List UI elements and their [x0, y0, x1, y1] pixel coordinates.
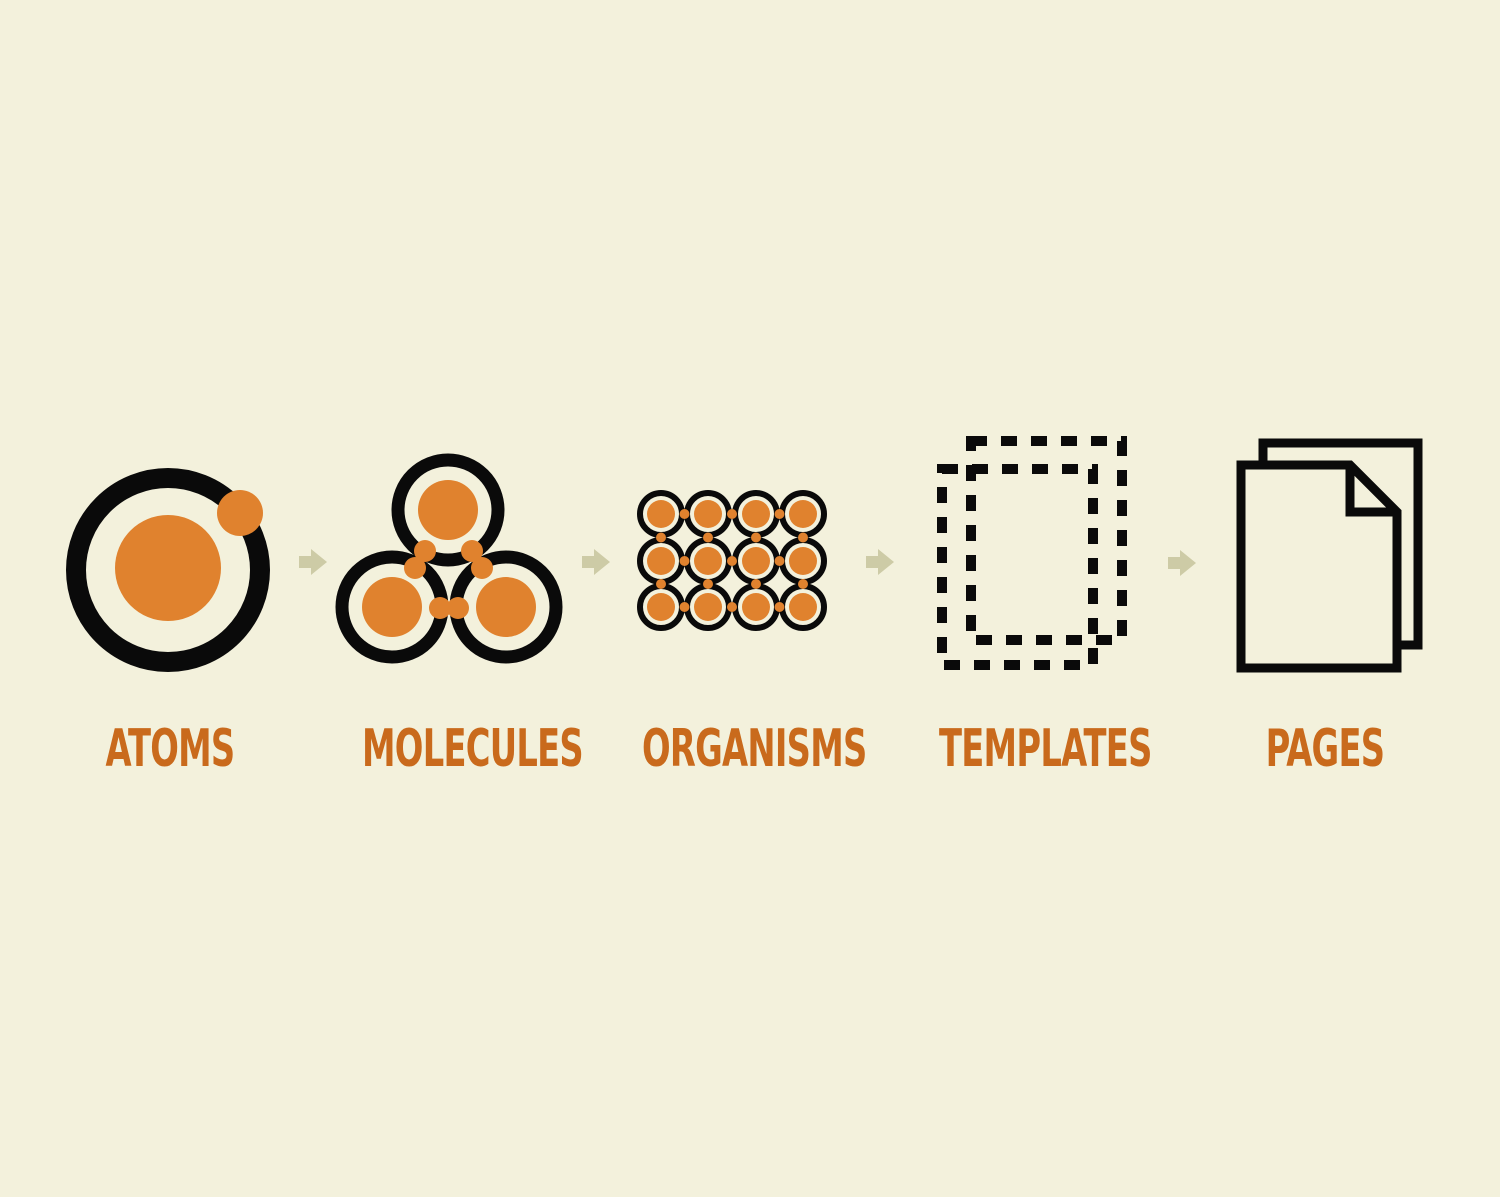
organism-bond [774, 602, 785, 612]
organism-bond [727, 509, 737, 519]
stage-label-atoms: ATOMS [105, 719, 236, 779]
organism-bond [656, 579, 666, 589]
organism-nucleus [742, 547, 770, 575]
stage-label-molecules: MOLECULES [362, 719, 584, 779]
organism-bond [751, 579, 761, 589]
arrow-right-icon [866, 549, 894, 575]
template-icon [937, 436, 1127, 670]
arrow-right-icon [1168, 550, 1196, 576]
organism-nucleus [647, 500, 675, 528]
stage-label-templates: TEMPLATES [939, 719, 1152, 779]
organism-icon [637, 490, 827, 631]
molecule-icon [335, 453, 563, 664]
stage-label-organisms: ORGANISMS [642, 719, 867, 779]
organism-bond [798, 532, 808, 543]
atom-icon [66, 468, 270, 672]
organism-bond [703, 532, 713, 543]
organism-bond [679, 556, 690, 566]
organism-bond [656, 532, 666, 543]
organism-nucleus [647, 547, 675, 575]
organism-bond [751, 532, 761, 543]
organism-bond [679, 509, 690, 519]
arrow-right-icon [582, 549, 610, 575]
organism-bond [727, 602, 737, 612]
pages-icon [1236, 438, 1423, 673]
organism-bond [703, 579, 713, 589]
organism-bond [679, 602, 690, 612]
arrow-right-icon [299, 549, 327, 575]
organism-nucleus [789, 500, 817, 528]
organism-nucleus [789, 547, 817, 575]
organism-nucleus [742, 500, 770, 528]
organism-nucleus [789, 593, 817, 621]
organism-nucleus [694, 500, 722, 528]
organism-nucleus [742, 593, 770, 621]
organism-bond [774, 556, 785, 566]
organism-nucleus [694, 593, 722, 621]
organism-bond [798, 579, 808, 589]
organism-nucleus [694, 547, 722, 575]
stage-label-pages: PAGES [1265, 719, 1385, 779]
organism-nucleus [647, 593, 675, 621]
organism-bond [727, 556, 737, 566]
organism-bond [774, 509, 785, 519]
